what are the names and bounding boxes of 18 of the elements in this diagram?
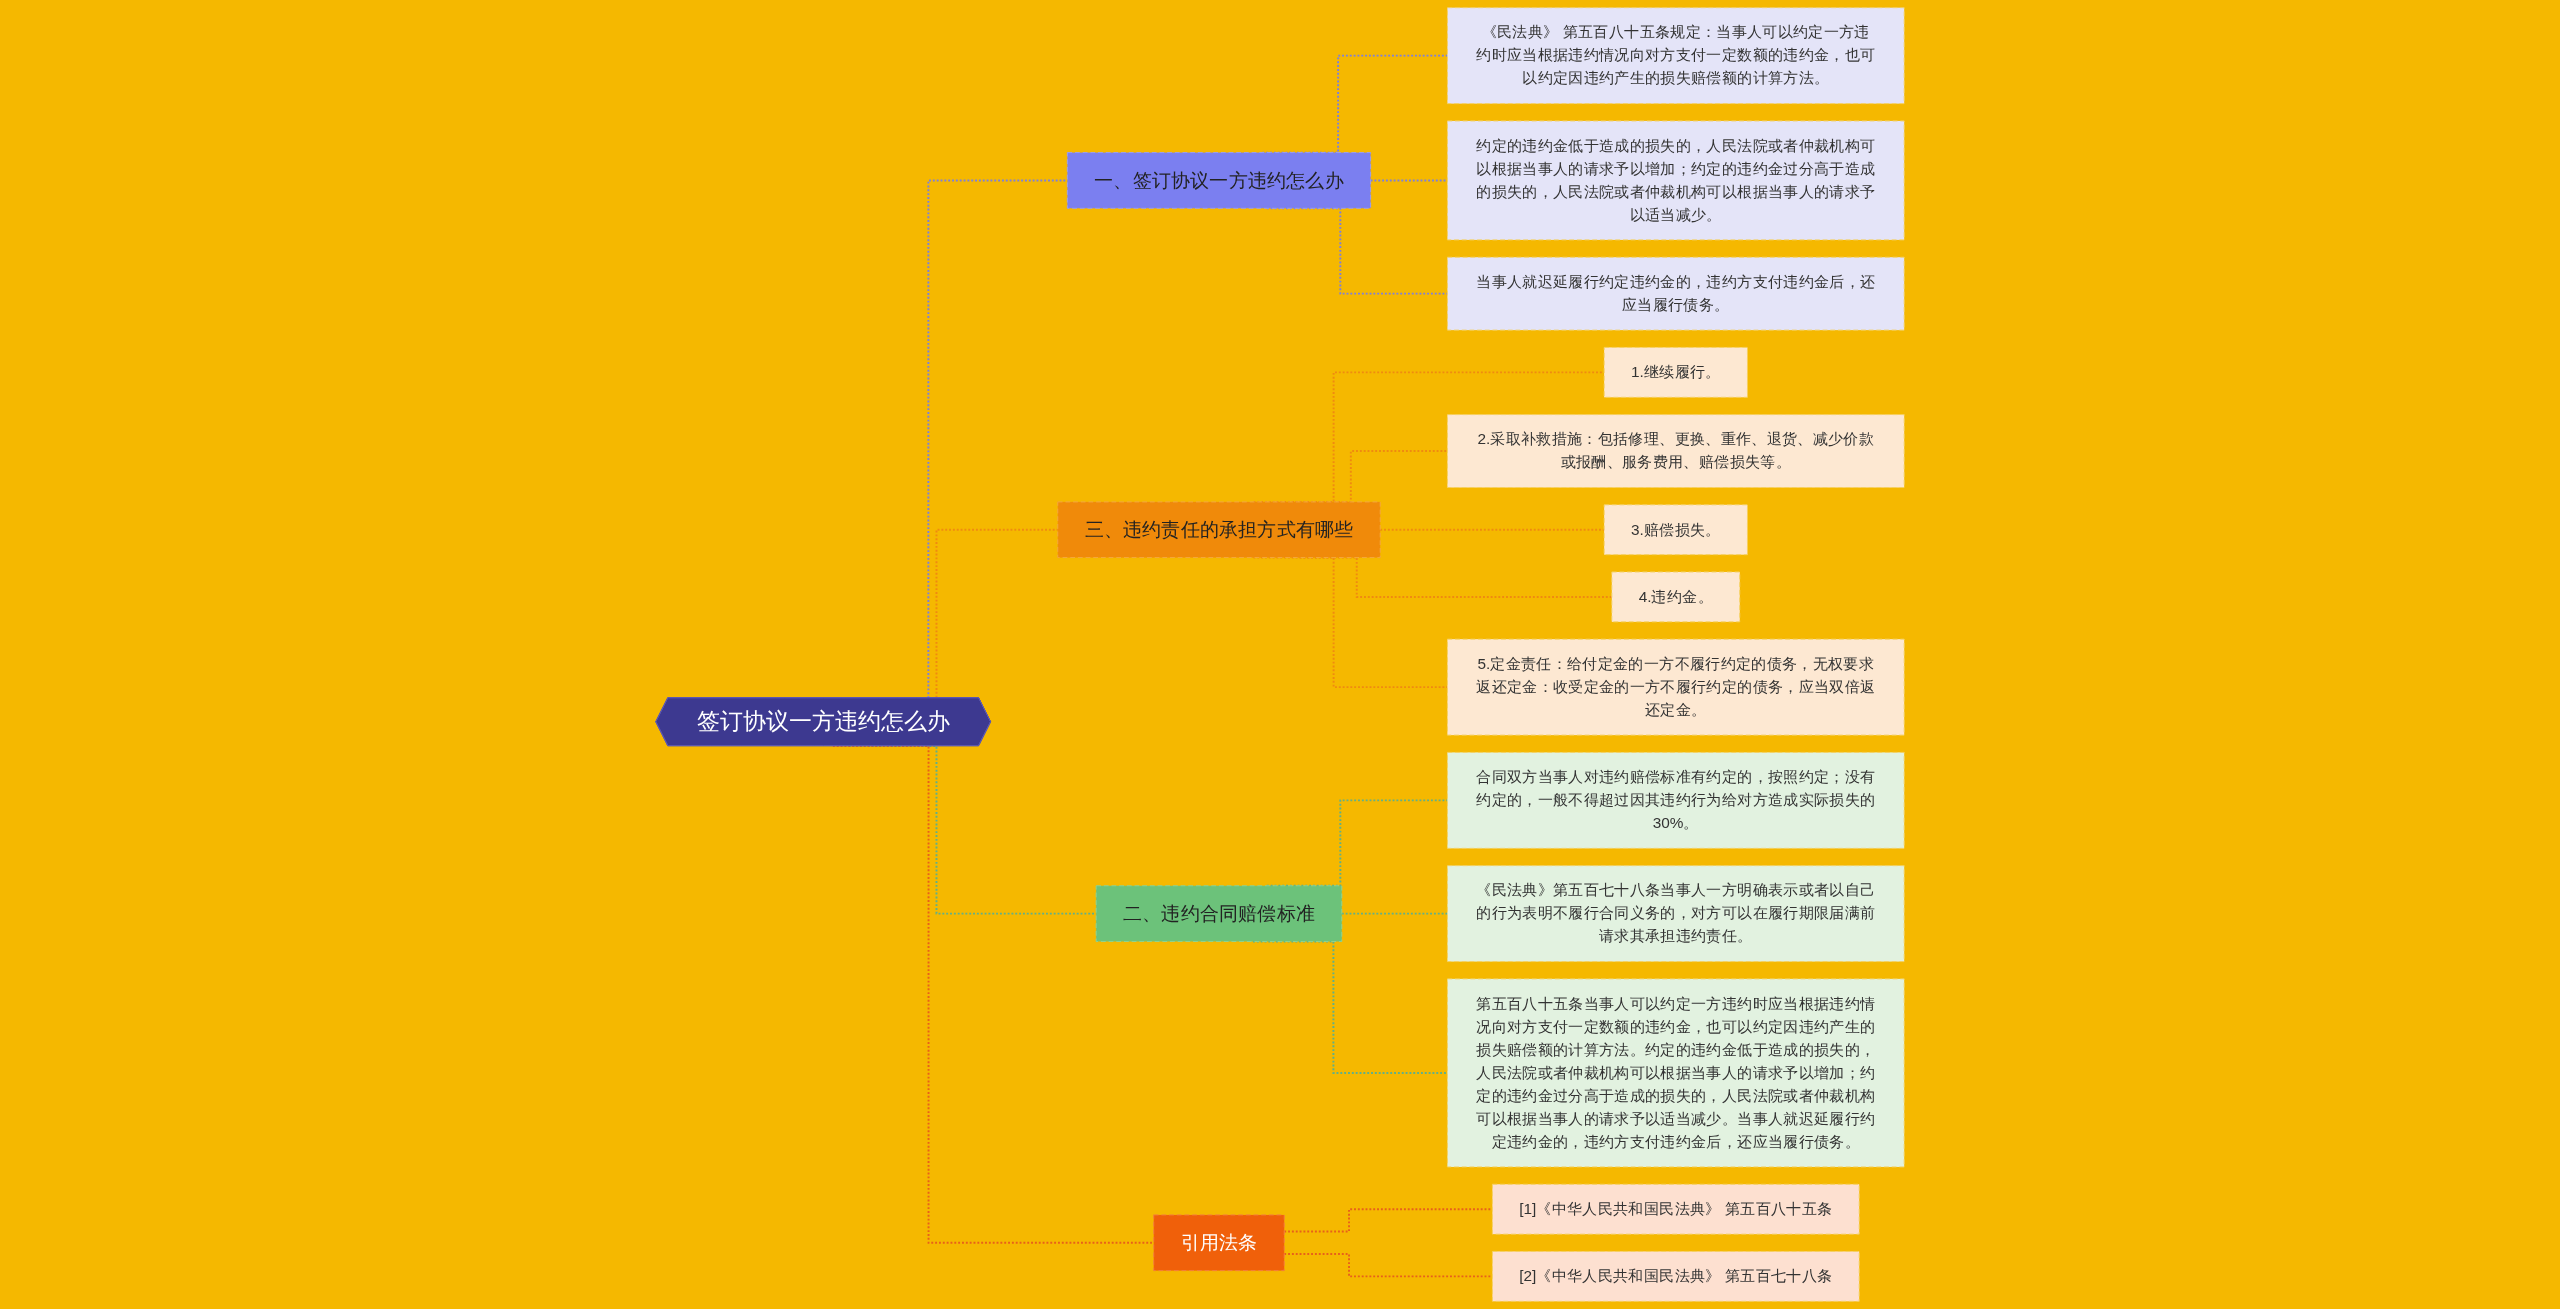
node-box: 1.继续履行。	[1603, 346, 1748, 398]
node-box: 三、违约责任的承担方式有哪些	[1057, 501, 1381, 559]
node-box: 一、签订协议一方违约怎么办	[1066, 152, 1372, 209]
node-box: 合同双方当事人对违约赔偿标准有约定的，按照约定；没有约定的，一般不得超过因其违约行为给对方造成实际损失的30%。	[1446, 751, 1905, 849]
node-box: [1]《中华人民共和国民法典》 第五百八十五条	[1491, 1183, 1860, 1235]
node-box: 4.违约金。	[1611, 571, 1741, 623]
node-box: 引用法条	[1153, 1214, 1285, 1272]
node-box: 二、违约合同赔偿标准	[1095, 885, 1343, 942]
node-box: 2.采取补救措施：包括修理、更换、重作、退货、减少价款或报酬、服务费用、赔偿损失等。	[1446, 414, 1905, 488]
node-box: 约定的违约金低于造成的损失的，人民法院或者仲裁机构可以根据当事人的请求予以增加；约定的违约金过分高于造成的损失的，人民法院或者仲裁机构可以根据当事人的请求予以适当减少。	[1446, 120, 1905, 241]
node-box: 第五百八十五条当事人可以约定一方违约时应当根据违约情况向对方支付一定数额的违约金，也可以约定因违约产生的损失赔偿额的计算方法。约定的违约金低于造成的损失的，人民法院或者仲裁机构可以根据当事人的请求予以增加；约定的违约金过分高于造成的损失的，人民法院或者仲裁机构可以根据当事人的请求予以适当减少。当事人就迟延履行约定违约金的，违约方支付违约金后，还应当履行债务。	[1446, 978, 1905, 1168]
connector	[1340, 912, 1449, 915]
node-box: 《民法典》第五百七十八条当事人一方明确表示或者以自己的行为表明不履行合同义务的，对方可以在履行期限届满前请求其承担违约责任。	[1446, 865, 1905, 963]
node-box: [2]《中华人民共和国民法典》 第五百七十八条	[1491, 1250, 1860, 1302]
node-box: 5.定金责任：给付定金的一方不履行约定的债务，无权要求返还定金：收受定金的一方不履行约定的债务，应当双倍返还定金。	[1446, 638, 1905, 736]
node-box: 当事人就迟延履行约定违约金的，违约方支付违约金后，还应当履行债务。	[1446, 256, 1905, 331]
node-box: 《民法典》 第五百八十五条规定：当事人可以约定一方违约时应当根据违约情况向对方支付一定数额的违约金，也可以约定因违约产生的损失赔偿额的计算方法。	[1446, 7, 1905, 105]
node-box: 3.赔偿损失。	[1603, 504, 1748, 556]
